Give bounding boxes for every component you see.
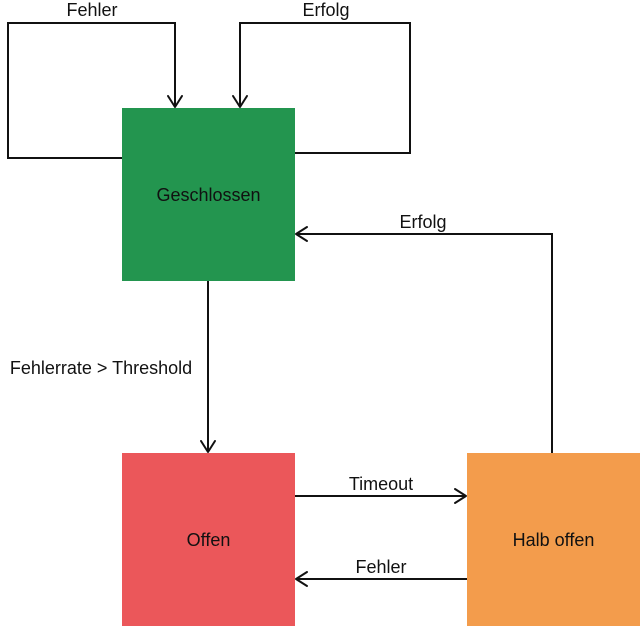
state-closed-label: Geschlossen [156,185,260,205]
edge-half-open-to-closed: Erfolg [295,212,553,453]
edge-closed-self-error-label: Fehler [66,0,117,20]
state-half-open: Halb offen [467,453,640,626]
edge-closed-self-error-line [7,22,176,159]
edge-closed-self-success-line [239,22,411,154]
state-half-open-label: Halb offen [513,530,595,550]
edge-half-open-to-open-arrowhead [295,571,308,587]
edge-half-open-to-closed-label: Erfolg [399,212,446,232]
state-half-open-box [467,453,640,626]
edge-open-to-half-open-arrowhead [454,488,467,504]
state-open: Offen [122,453,295,626]
state-open-label: Offen [187,530,231,550]
edge-half-open-to-open-label: Fehler [355,557,406,577]
edge-open-to-half-open-label: Timeout [349,474,413,494]
state-open-box [122,453,295,626]
edge-half-open-to-open: Fehler [295,557,467,587]
state-closed: Geschlossen [122,108,295,281]
edge-half-open-to-closed-line [296,233,553,453]
edge-closed-self-success-label: Erfolg [302,0,349,20]
edge-closed-self-error: Fehler [7,0,183,159]
edge-open-to-half-open: Timeout [295,474,467,504]
edge-closed-to-open-label: Fehlerrate > Threshold [10,358,192,378]
state-closed-box [122,108,295,281]
edge-closed-to-open: Fehlerrate > Threshold [10,281,216,453]
edge-closed-self-success: Erfolg [232,0,411,154]
edge-closed-to-open-arrowhead [200,440,216,453]
edge-closed-self-error-arrowhead [167,95,183,108]
edge-closed-self-success-arrowhead [232,95,248,108]
edge-half-open-to-closed-arrowhead [295,226,308,242]
